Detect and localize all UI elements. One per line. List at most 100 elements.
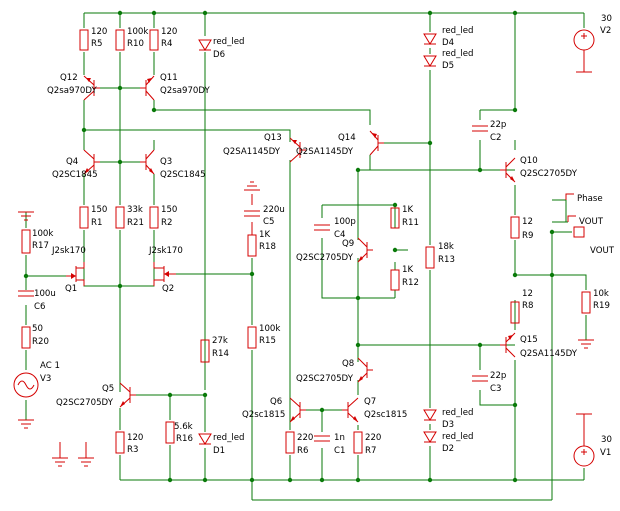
- label-r21-value: 33k: [127, 205, 143, 215]
- resistor-r7: [353, 431, 363, 454]
- label-c5-ref: C5: [263, 217, 274, 227]
- transistor-q1: [66, 262, 85, 286]
- led-d2: [423, 431, 437, 443]
- resistor-r14: [200, 339, 210, 363]
- capacitor-c5: [244, 194, 260, 235]
- label-r2-ref: R2: [161, 218, 172, 228]
- label-r15-ref: R15: [259, 336, 276, 346]
- label-r11-ref: R11: [402, 218, 419, 228]
- label-r4-value: 120: [161, 27, 177, 37]
- transistor-q12: [83, 75, 100, 101]
- ground-symbol: [52, 442, 68, 467]
- wires: [25, 12, 587, 501]
- transistor-q10: [500, 157, 516, 183]
- resistor-r20: [21, 326, 31, 349]
- ground-symbol: [244, 181, 260, 191]
- resistor-r15: [247, 326, 257, 349]
- transistor-q13: [289, 137, 306, 163]
- label-q14-ref: Q14: [338, 133, 356, 143]
- label-q12-ref: Q12: [60, 73, 78, 83]
- capacitor-c1: [314, 435, 330, 442]
- ground-symbol: [78, 442, 94, 467]
- label-d2-value: red_led: [442, 432, 474, 442]
- label-r12-ref: R12: [402, 278, 419, 288]
- label-r11-value: 1K: [402, 205, 413, 215]
- label-q10-ref: Q10: [520, 156, 538, 166]
- label-r19-value: 10k: [593, 289, 609, 299]
- transistor-q9: [357, 237, 373, 263]
- label-q4-ref: Q4: [66, 157, 78, 167]
- label-q2-model: J2sk170: [148, 246, 183, 256]
- resistor-r18: [247, 234, 257, 257]
- label-phase: Phase: [577, 194, 603, 204]
- label-v3-ref: V3: [40, 374, 51, 384]
- resistor-r13: [425, 246, 435, 269]
- label-q15-ref: Q15: [520, 335, 538, 345]
- label-r10-value: 100k: [127, 27, 148, 37]
- label-vout-port: VOUT: [590, 246, 615, 256]
- label-c4-ref: C4: [334, 230, 345, 240]
- transistors: [66, 75, 516, 423]
- label-r14-ref: R14: [212, 349, 229, 359]
- label-q3-ref: Q3: [160, 157, 172, 167]
- label-d5-value: red_led: [442, 49, 474, 59]
- label-r17-ref: R17: [32, 241, 49, 251]
- voltage-source-v1: [573, 413, 595, 467]
- label-r4-ref: R4: [161, 39, 172, 49]
- led-d6: [198, 39, 212, 51]
- label-q12-model: Q2sa970DY: [47, 86, 98, 96]
- transistor-q14: [369, 130, 384, 156]
- label-d3-ref: D3: [442, 420, 454, 430]
- voltage-source-v2: [573, 29, 595, 73]
- ground-symbol: [578, 339, 594, 349]
- label-v2-value: 30: [601, 14, 612, 24]
- label-r18-ref: R18: [259, 242, 276, 252]
- label-q13-ref: Q13: [264, 133, 282, 143]
- ac-source-v3: [13, 372, 39, 398]
- transistor-q15: [500, 332, 516, 358]
- led-d5: [423, 55, 437, 67]
- label-d2-ref: D2: [442, 444, 454, 454]
- resistor-r11: [390, 207, 400, 229]
- label-q11-model: Q2sa970DY: [160, 86, 211, 96]
- label-r12-value: 1K: [402, 265, 413, 275]
- diodes: [198, 33, 437, 445]
- label-r8-value: 12: [522, 289, 533, 299]
- label-d3-value: red_led: [442, 408, 474, 418]
- transistor-q11: [140, 75, 155, 101]
- label-r9-value: 12: [522, 217, 533, 227]
- label-r7-ref: R7: [365, 446, 376, 456]
- label-c2-value: 22p: [490, 120, 506, 130]
- label-d4-value: red_led: [442, 26, 474, 36]
- resistor-r9: [510, 216, 520, 239]
- label-r2-value: 150: [161, 205, 177, 215]
- label-q5-ref: Q5: [102, 384, 114, 394]
- label-c1-value: 1n: [334, 433, 345, 443]
- label-r16-value: 5.6k: [174, 422, 193, 432]
- label-q14-model: Q2SA1145DY: [296, 147, 354, 157]
- label-d6-ref: D6: [213, 50, 225, 60]
- resistor-r21: [115, 206, 125, 229]
- label-q4-model: Q2SC1845: [52, 170, 98, 180]
- resistor-r16: [165, 421, 175, 444]
- label-q13-model: Q2SA1145DY: [223, 147, 281, 157]
- transistor-q6: [289, 397, 306, 423]
- ground-symbol: [18, 419, 34, 429]
- label-r13-ref: R13: [438, 255, 455, 265]
- label-c3-ref: C3: [490, 384, 501, 394]
- label-q7-ref: Q7: [364, 397, 376, 407]
- label-q5-model: Q2SC2705DY: [56, 398, 114, 408]
- transistor-q3: [140, 149, 155, 175]
- label-r16-ref: R16: [176, 434, 193, 444]
- capacitors: [18, 125, 488, 442]
- led-d3: [423, 409, 437, 421]
- ground-symbol: [18, 211, 34, 221]
- label-r1-value: 150: [91, 205, 107, 215]
- label-r15-value: 100k: [259, 324, 280, 334]
- label-r5-value: 120: [91, 27, 107, 37]
- label-v3-value: AC 1: [40, 361, 60, 371]
- junctions: [23, 10, 555, 483]
- label-r6-ref: R6: [297, 446, 308, 456]
- vout-port: [573, 226, 585, 238]
